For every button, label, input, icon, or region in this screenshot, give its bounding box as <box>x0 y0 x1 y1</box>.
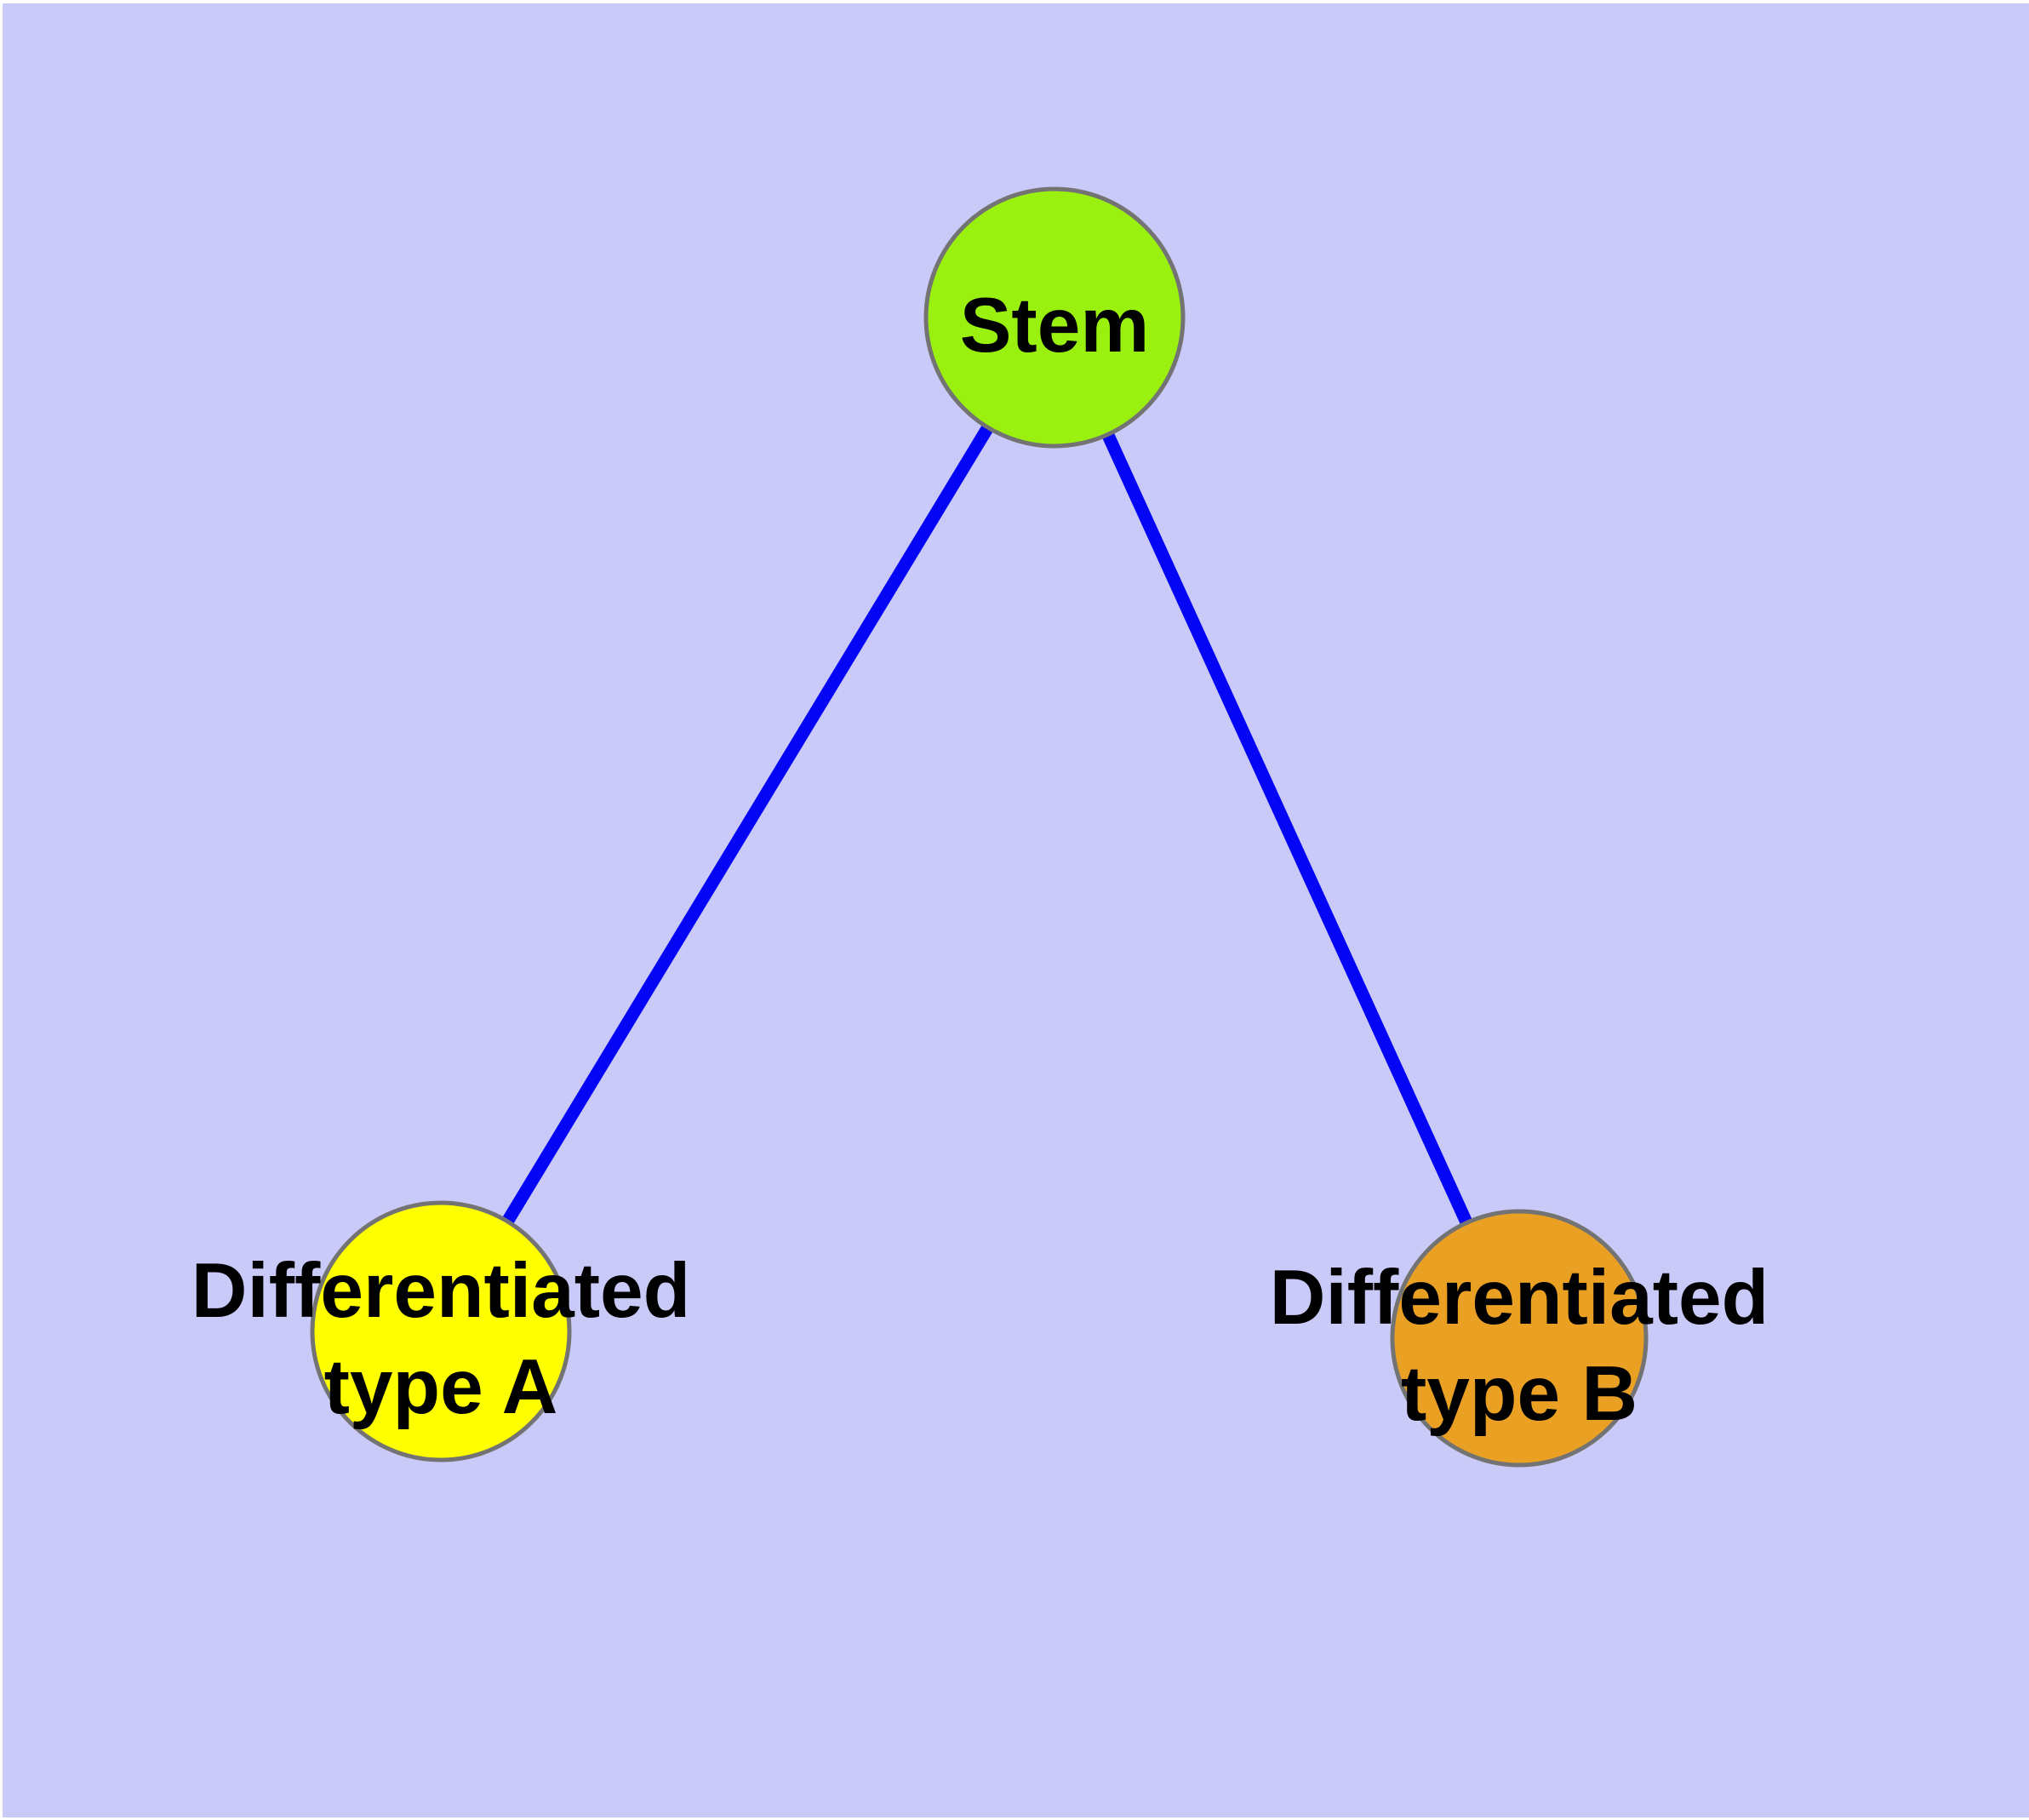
node-differentiated-type-a-label-line1: Differentiated <box>191 1248 691 1334</box>
node-differentiated-type-a <box>310 1200 572 1462</box>
node-label-group: Stem Differentiated type A Differentiate… <box>191 283 1769 1437</box>
node-stem <box>923 186 1186 449</box>
edge-stem-to-type-b <box>1049 314 1525 1342</box>
node-differentiated-type-b-label-line2: type B <box>1401 1351 1637 1437</box>
node-group <box>310 186 1649 1468</box>
node-differentiated-type-b-label-line1: Differentiated <box>1270 1255 1769 1341</box>
edge-stem-to-type-a <box>435 314 1060 1335</box>
node-differentiated-type-a-label-line2: type A <box>324 1344 558 1430</box>
node-stem-label: Stem <box>960 283 1150 369</box>
node-differentiated-type-b <box>1390 1209 1649 1468</box>
edge-group <box>435 314 1525 1342</box>
